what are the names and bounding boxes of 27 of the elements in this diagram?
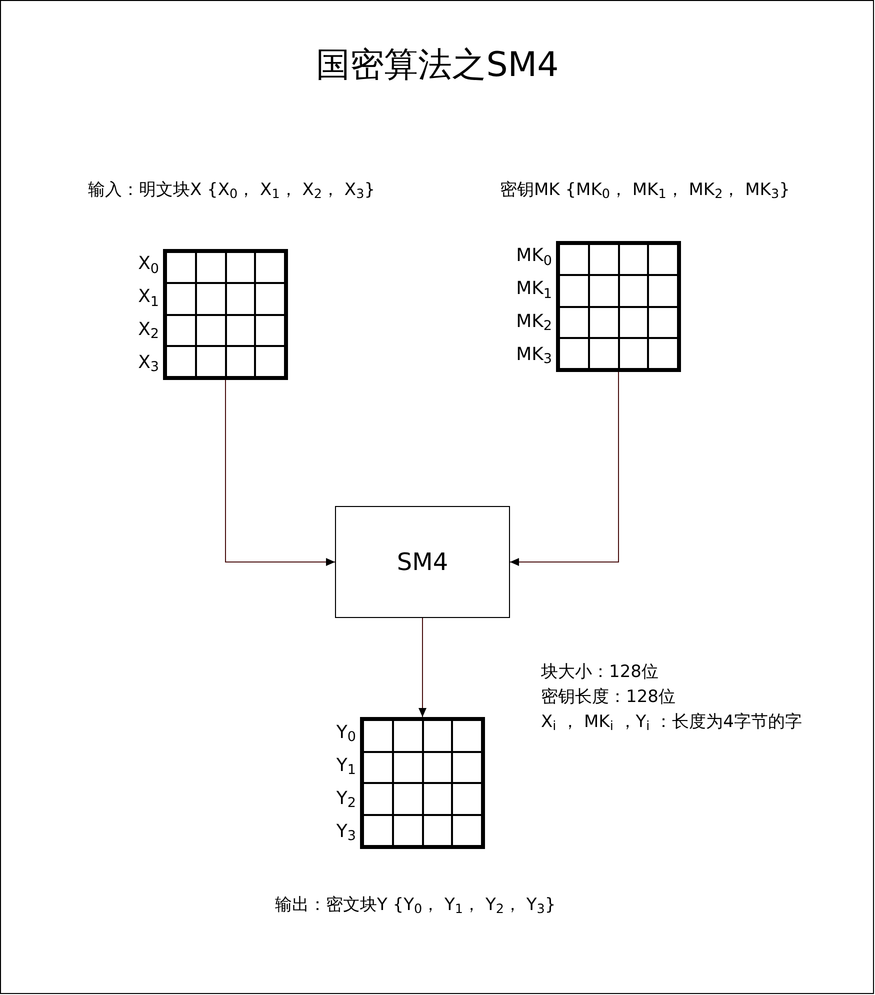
- grid-heading: 密钥MK {MK$_{0}$， MK$_{1}$， MK$_{2}$， MK$_{3}$}: [500, 179, 790, 204]
- row-label: X$_{1}$: [138, 288, 159, 306]
- grid-heading: 输出：密文块Y {Y$_{0}$， Y$_{1}$， Y$_{2}$， Y$_{3}$}: [275, 894, 556, 918]
- arrow: [418, 618, 426, 718]
- row-label: X$_{2}$: [138, 320, 159, 339]
- box-label: SM4: [396, 547, 448, 578]
- word-grid: [163, 249, 288, 380]
- note-text: 密钥长度：128位: [541, 686, 676, 709]
- row-label: Y$_{3}$: [336, 822, 356, 840]
- word-grid: [556, 241, 681, 372]
- note-text: 块大小：128位: [541, 661, 658, 684]
- row-label: Y$_{1}$: [336, 756, 356, 774]
- row-label: MK$_{1}$: [516, 280, 552, 298]
- diagram-title: 国密算法之SM4: [315, 44, 560, 87]
- row-label: MK$_{0}$: [516, 247, 552, 266]
- arrow: [225, 380, 336, 566]
- word-grid: [360, 717, 485, 849]
- note-text: X$_{i}$ ， MK$_{i}$ ，Y$_{i}$ ：长度为4字节的字: [541, 711, 802, 736]
- row-label: Y$_{0}$: [336, 724, 356, 742]
- row-label: MK$_{2}$: [516, 312, 552, 331]
- row-label: X$_{3}$: [138, 354, 159, 372]
- row-label: X$_{0}$: [138, 255, 159, 274]
- row-label: MK$_{3}$: [516, 346, 552, 364]
- arrow: [510, 372, 619, 566]
- grid-heading: 输入：明文块X {X$_{0}$， X$_{1}$， X$_{2}$， X$_{3}$}: [88, 179, 376, 204]
- row-label: Y$_{2}$: [336, 790, 356, 808]
- process-box: [335, 506, 510, 618]
